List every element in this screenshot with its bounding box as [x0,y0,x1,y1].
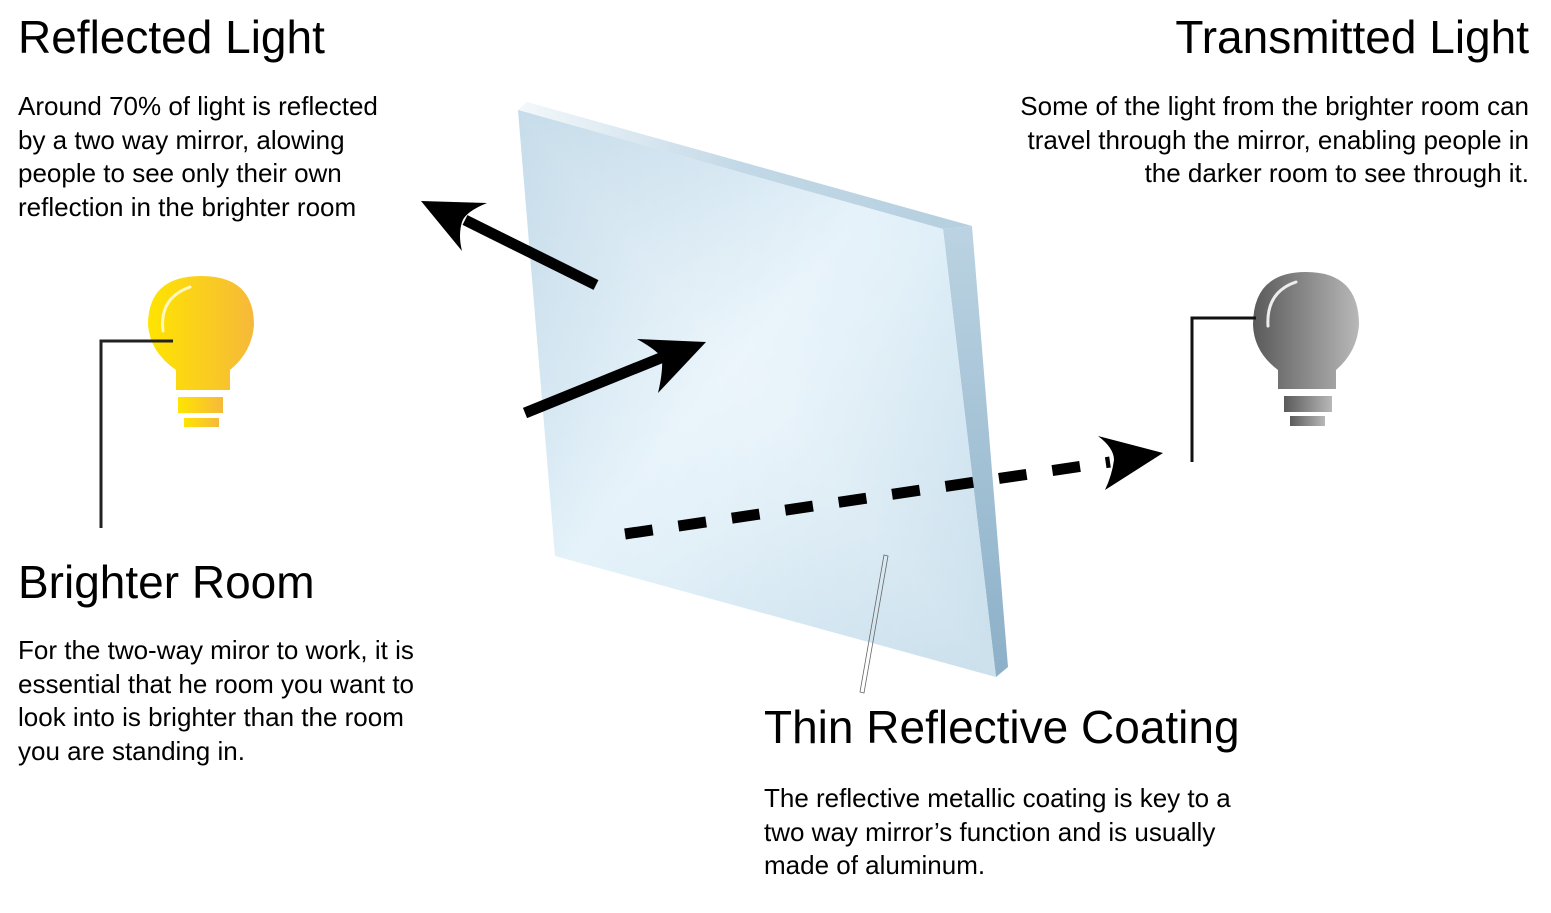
lightbulb-off-icon [1253,272,1359,426]
brighter-room-title: Brighter Room [18,556,315,608]
brighter-room-description: For the two-way miror to work, it is ess… [18,634,414,768]
brighter-room-line: you are standing in. [18,735,245,766]
coating-title: Thin Reflective Coating [764,701,1240,753]
brighter-room-line: essential that he room you want to [18,668,415,699]
incident-light-arrow [522,339,706,419]
transmitted-light-line: travel through the mirror, enabling peop… [1027,124,1529,155]
transmitted-light-description: Some of the light from the brighter room… [1020,90,1529,191]
coating-callout-line [859,554,889,694]
transmitted-light-line: the darker room to see through it. [1144,158,1529,188]
lightbulb-on-icon [148,276,254,427]
coating-line: The reflective metallic coating is key t… [764,783,1231,813]
transmitted-light-line: Some of the light from the brighter room… [1020,91,1529,121]
transmitted-light-title: Transmitted Light [1175,11,1529,63]
mirror-sheen [518,110,996,677]
reflected-light-line: reflection in the brighter room [18,191,357,222]
coating-line: made of aluminum. [764,850,986,880]
reflected-light-line: people to see only their own [18,158,342,188]
darker-room-callout-line [1190,316,1256,462]
brighter-room-line: look into is brighter than the room [18,702,404,732]
reflected-light-line: by a two way mirror, alowing [18,124,345,155]
transmitted-light-arrow [624,436,1163,540]
mirror-side-edge [943,226,1008,677]
coating-description: The reflective metallic coating is key t… [764,782,1231,883]
coating-line: two way mirror’s function and is usually [764,816,1216,847]
reflected-light-line: Around 70% of light is reflected [18,91,378,121]
brighter-room-line: For the two-way miror to work, it is [18,635,414,665]
reflected-light-title: Reflected Light [18,11,325,63]
reflected-light-description: Around 70% of light is reflected by a tw… [18,90,378,224]
bright-room-callout-line [99,339,173,528]
mirror-top-edge [518,102,972,229]
reflected-light-arrow [421,201,599,290]
